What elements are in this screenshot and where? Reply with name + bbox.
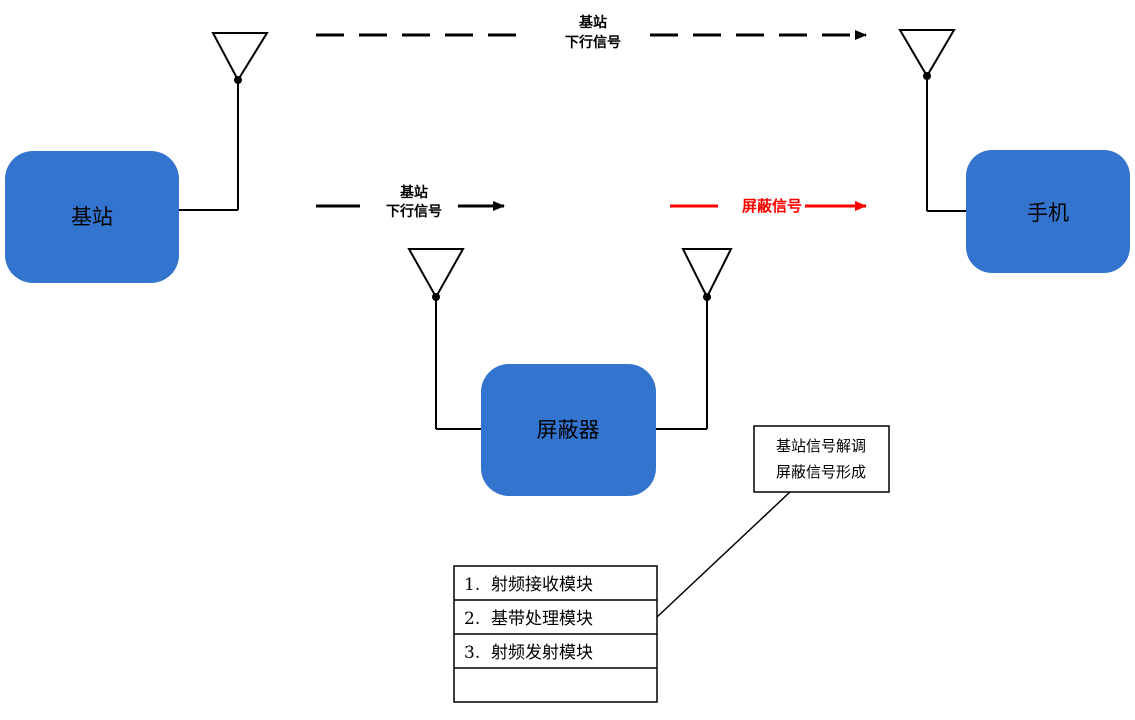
module-row-3: 3. 射频发射模块 xyxy=(464,643,593,663)
phone-label: 手机 xyxy=(1027,201,1069,225)
jamming-signal-label: 屏蔽信号 xyxy=(742,197,802,215)
downlink-mid-label-line1: 基站 xyxy=(400,184,428,201)
function-note-line1: 基站信号解调 xyxy=(776,437,866,455)
note-connector-line xyxy=(656,491,791,618)
module-row-1: 1. 射频接收模块 xyxy=(464,575,593,595)
downlink-mid-label-line2: 下行信号 xyxy=(386,203,442,220)
module-table: 1. 射频接收模块 2. 基带处理模块 3. 射频发射模块 xyxy=(453,565,658,703)
downlink-top-label-line2: 下行信号 xyxy=(565,34,621,51)
downlink-top-label-line1: 基站 xyxy=(579,14,607,31)
base-station-antenna-icon xyxy=(179,32,269,211)
jammer-node: 屏蔽器 xyxy=(481,364,656,496)
function-note-line2: 屏蔽信号形成 xyxy=(776,463,866,481)
jammer-label: 屏蔽器 xyxy=(537,418,600,442)
base-station-node: 基站 xyxy=(5,151,179,283)
function-note-box: 基站信号解调 屏蔽信号形成 xyxy=(753,425,890,493)
module-row-2: 2. 基带处理模块 xyxy=(464,609,593,629)
phone-antenna-icon xyxy=(898,29,966,212)
jammer-transmit-antenna-icon xyxy=(656,248,733,430)
phone-node: 手机 xyxy=(966,150,1130,273)
jammer-receive-antenna-icon xyxy=(407,248,481,430)
base-station-label: 基站 xyxy=(71,205,113,229)
